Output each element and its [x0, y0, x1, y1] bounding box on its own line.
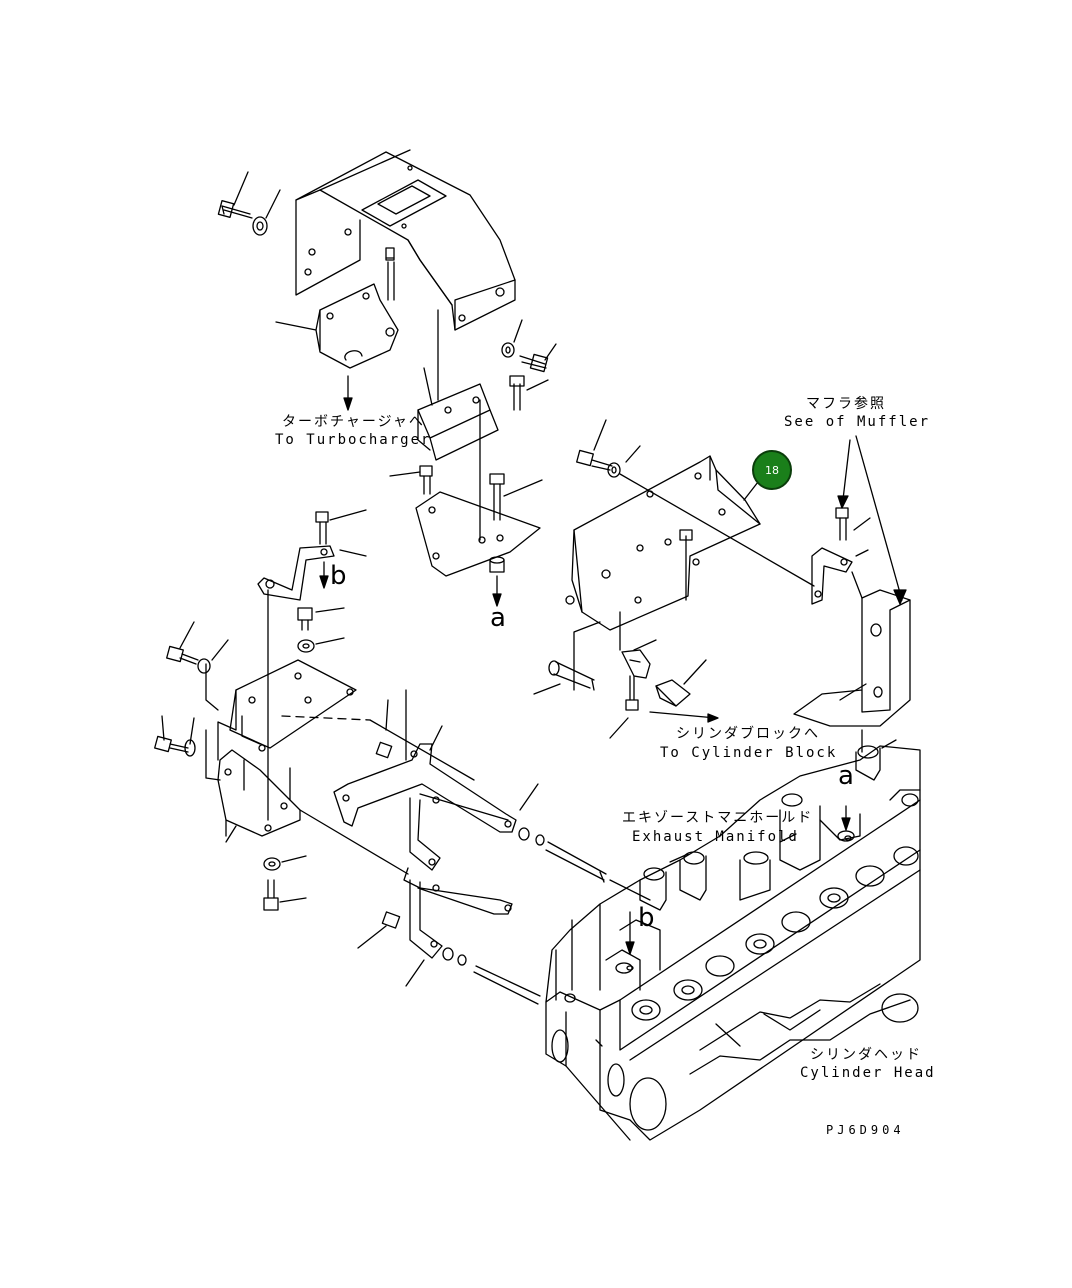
left-lower-bracket — [154, 715, 409, 911]
stud-top — [385, 247, 395, 301]
label-muffler-jp: マフラ参照 — [806, 396, 886, 412]
part-callout-18[interactable]: 18 — [752, 450, 792, 490]
label-exhaust-jp: エキゾーストマニホールド — [622, 810, 814, 826]
bolt-exhaust-shield — [576, 419, 815, 587]
label-cylblock-en: To Cylinder Block — [660, 745, 838, 761]
ref-mark-b-upper: b — [330, 561, 347, 591]
muffler-bracket — [793, 435, 911, 727]
label-cylhead-jp: シリンダヘッド — [810, 1047, 922, 1063]
left-bracket-b — [257, 509, 367, 821]
ref-mark-b-lower: b — [638, 903, 655, 933]
ref-mark-a-lower: a — [838, 761, 854, 791]
manifold-brackets — [333, 689, 539, 987]
label-cylhead-en: Cylinder Head — [800, 1065, 936, 1081]
manifold-studs — [442, 827, 651, 1005]
cylinder-head — [545, 729, 921, 1141]
label-exhaust-en: Exhaust Manifold — [632, 829, 799, 845]
bolt-top-left — [217, 171, 281, 236]
turbo-heat-shield — [295, 149, 516, 331]
shield-clamp — [573, 611, 657, 739]
long-bolt-spacer — [533, 659, 719, 723]
ref-mark-a-upper: a — [490, 603, 506, 633]
bolt-shield-right — [501, 319, 557, 411]
left-plate — [166, 621, 475, 781]
drawing-code: PJ6D904 — [826, 1123, 905, 1137]
support-plate-a — [389, 465, 543, 607]
label-cylblock-jp: シリンダブロックへ — [676, 726, 820, 742]
label-muffler-en: See of Muffler — [784, 414, 931, 430]
middle-bracket — [417, 309, 499, 541]
turbo-bracket — [275, 283, 399, 411]
exhaust-heat-shield — [565, 455, 761, 631]
label-turbo-jp: ターボチャージャへ — [282, 414, 425, 430]
part-callout-number: 18 — [765, 463, 779, 477]
label-turbo-en: To Turbocharger — [275, 432, 432, 448]
